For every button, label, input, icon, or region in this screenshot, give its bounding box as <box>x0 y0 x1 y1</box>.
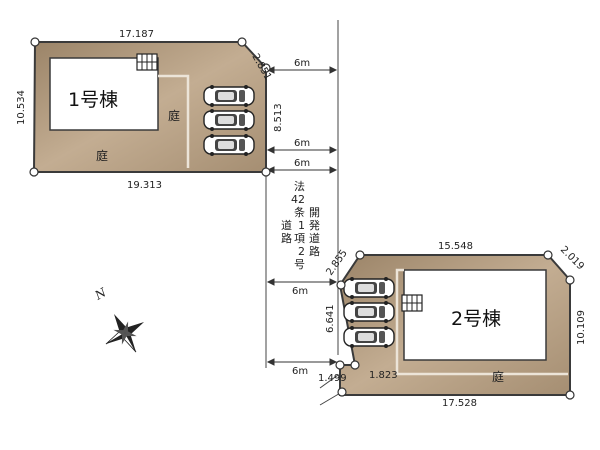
lot-1-dim-left: 10.534 <box>16 90 27 125</box>
lot-2: 2号棟 庭 <box>335 250 575 400</box>
lot-2-building <box>403 269 547 361</box>
road-width-arrows <box>266 66 338 366</box>
lot-2-dim-top: 15.548 <box>438 241 473 252</box>
lot-2-car-2 <box>343 300 395 324</box>
lot-2-car-1 <box>343 276 395 300</box>
legal-road-char: 2 <box>298 245 305 258</box>
lot-2-dim-left: 6.641 <box>325 304 336 333</box>
lot-1-dim-top: 17.187 <box>119 29 154 40</box>
dev-road-char: 路 <box>309 245 320 258</box>
lot-2-garden-bottom: 庭 <box>492 369 504 384</box>
legal-road-char: 路 <box>281 232 292 245</box>
legal-road-char: 42 <box>291 193 305 206</box>
dev-road-char: 発 <box>309 218 320 232</box>
legal-road-char: 号 <box>294 258 305 271</box>
dev-road-char: 道 <box>309 231 320 245</box>
lot-1-dim-bottom: 19.313 <box>127 180 162 191</box>
lot-1-car-2 <box>203 108 255 132</box>
lot-1-building-label: 1号棟 <box>68 89 118 111</box>
lot-2-dim-bottom-left-b: 1.823 <box>369 370 398 381</box>
legal-road-label: 法 42 条 1 項 2 号 道 路 <box>281 179 305 271</box>
lot-2-dim-bottom: 17.528 <box>442 398 477 409</box>
lot-1: 1号棟 庭 庭 <box>29 37 271 177</box>
lot-2-building-label: 2号棟 <box>451 308 501 330</box>
legal-road-char: 1 <box>298 219 305 232</box>
lot-1-walkway <box>158 74 190 168</box>
lot-1-entrance-icon <box>136 53 158 71</box>
legal-road-char: 項 <box>294 232 305 245</box>
lot-1-garden-bottom: 庭 <box>96 148 108 163</box>
road-width-5: 6m <box>292 366 308 377</box>
lot-2-walkway <box>395 268 568 376</box>
lot-2-car-3 <box>343 325 395 349</box>
lot-1-car-3 <box>203 133 255 157</box>
road-lines <box>265 20 343 406</box>
road-width-2: 6m <box>294 138 310 149</box>
legal-road-char: 条 <box>294 205 305 219</box>
legal-road-char: 道 <box>281 218 292 232</box>
compass-north-label: N <box>92 285 109 303</box>
lot-1-dim-right: 8.513 <box>273 103 284 132</box>
lot-2-dim-right: 10.109 <box>576 310 587 345</box>
road-width-4: 6m <box>292 286 308 297</box>
lot-2-dim-bottom-left-a: 1.499 <box>318 373 347 384</box>
dev-road-label: 開 発 道 路 <box>309 206 320 258</box>
dev-road-char: 開 <box>309 206 320 219</box>
lot-2-dim-corner-top-right: 2.019 <box>558 244 586 272</box>
legal-road-char: 法 <box>294 179 305 193</box>
lot-1-garden-side: 庭 <box>168 108 180 123</box>
lot-2-entrance-icon <box>401 294 423 312</box>
lot-2-dim-corner-top-left: 2.855 <box>324 248 349 278</box>
road-width-3: 6m <box>294 158 310 169</box>
road-width-1: 6m <box>294 58 310 69</box>
lot-1-car-1 <box>203 84 255 108</box>
compass-rose-icon <box>105 313 145 353</box>
